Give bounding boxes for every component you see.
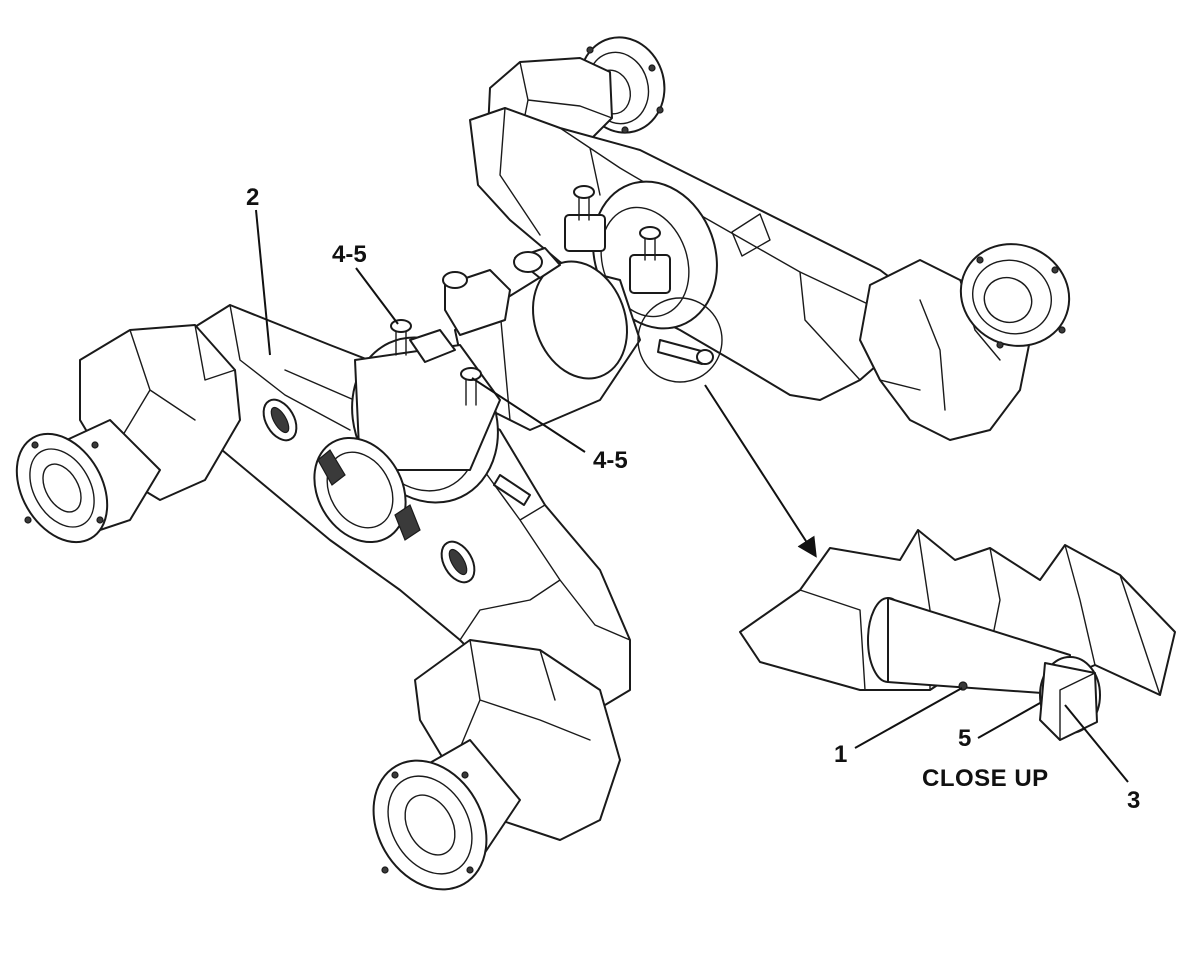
- rear-axle: [469, 36, 1071, 441]
- callout-5: 5: [958, 725, 971, 752]
- front-axle-flange-bottom: [372, 739, 521, 891]
- trunnion-bolt-upper: [564, 185, 606, 252]
- detail-leader-arrow: [704, 384, 817, 558]
- callout-4-5-top: 4-5: [332, 241, 367, 268]
- detail-circle: [637, 297, 723, 383]
- callout-3: 3: [1127, 787, 1140, 814]
- callout-4-5-mid: 4-5: [593, 447, 628, 474]
- trunnion-bolt-lower: [629, 226, 671, 294]
- callout-1: 1: [834, 741, 847, 768]
- rear-axle-flange-right: [959, 243, 1071, 349]
- leader-lines: [255, 209, 1129, 783]
- front-axle-flange-left: [15, 419, 161, 544]
- mounting-bolt-mid: [460, 367, 482, 406]
- close-up-detail: [637, 297, 1176, 741]
- mounting-bolt-top: [390, 319, 456, 363]
- close-up-caption: CLOSE UP: [922, 765, 1049, 792]
- center-drum: [442, 247, 714, 431]
- front-axle-housing: [15, 304, 631, 891]
- callout-2: 2: [246, 184, 259, 211]
